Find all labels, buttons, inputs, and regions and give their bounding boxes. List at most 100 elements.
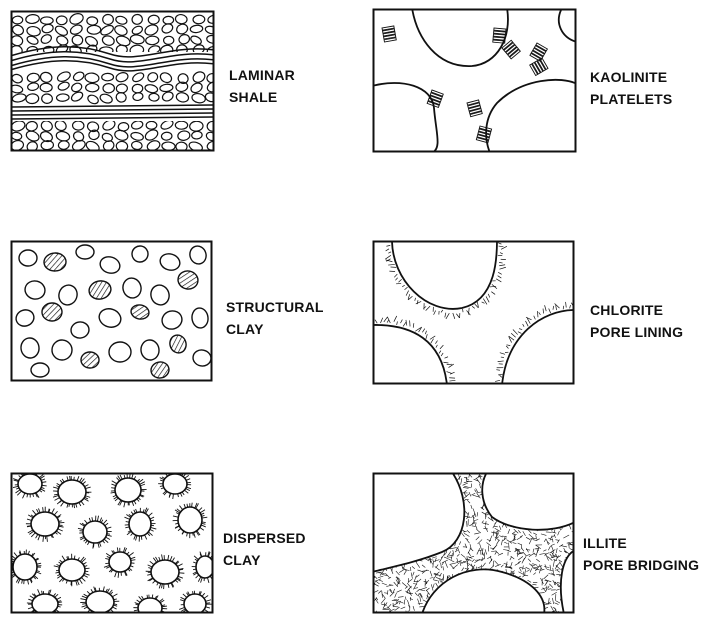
chlorite-flake — [499, 246, 504, 247]
pebble — [56, 16, 67, 25]
label-line: PLATELETS — [590, 88, 672, 110]
clay-fiber — [202, 517, 207, 518]
illite-fiber — [523, 566, 524, 570]
chlorite-flake — [394, 316, 397, 322]
chlorite-flake — [388, 264, 395, 265]
clay-fiber — [114, 497, 118, 499]
chlorite-flake — [446, 313, 449, 319]
pebble — [163, 16, 174, 24]
clay-fiber — [114, 604, 117, 605]
pebble — [40, 119, 54, 133]
illite-fiber — [441, 563, 442, 568]
clay-fiber — [83, 562, 86, 564]
pebble — [84, 72, 99, 83]
illite-fiber — [402, 583, 407, 587]
pebble — [191, 131, 202, 140]
illite-fiber — [552, 532, 557, 533]
label-line: CHLORITE — [590, 299, 683, 321]
clay-fiber — [43, 536, 44, 542]
clay-fiber — [134, 501, 136, 505]
pebble — [86, 83, 99, 92]
label-line: PORE BRIDGING — [583, 554, 699, 576]
clay-fiber — [118, 572, 119, 578]
illite-fiber — [416, 562, 420, 568]
illite-fiber — [496, 534, 497, 541]
sand-grain — [59, 559, 85, 581]
illite-fiber — [556, 589, 559, 590]
clay-fiber — [103, 586, 104, 591]
dispersed-clay-figure — [10, 472, 214, 614]
sand-grain — [83, 521, 107, 543]
sand-grain — [32, 594, 58, 614]
illite-fiber — [378, 573, 385, 574]
illite-fiber — [463, 487, 468, 488]
pebble — [132, 84, 143, 93]
pebble — [113, 24, 128, 37]
clay-fiber — [14, 553, 17, 557]
pebble — [131, 25, 144, 36]
clay-fiber — [82, 596, 87, 598]
illite-fiber — [434, 560, 440, 562]
pebble — [190, 25, 203, 33]
chlorite-flake — [431, 339, 434, 344]
illite-fiber — [489, 559, 492, 564]
chlorite-flake — [482, 302, 485, 303]
illite-fiber — [499, 526, 501, 530]
pebble — [70, 90, 84, 103]
illite-fiber — [422, 565, 425, 568]
illite-fiber — [465, 568, 468, 569]
pebble — [56, 70, 72, 83]
chlorite-flake — [499, 265, 505, 266]
label-line: SHALE — [229, 86, 295, 108]
pebble — [175, 14, 188, 25]
clay-fiber — [59, 522, 64, 523]
illite-fiber — [529, 539, 531, 544]
illite-fiber — [476, 529, 480, 533]
clay-fiber — [201, 525, 206, 527]
illite-fiber — [425, 559, 429, 561]
illite-fiber — [450, 563, 457, 565]
clay-fiber — [13, 486, 18, 487]
illite-pore-bridging-drawing — [372, 472, 575, 614]
pebble — [191, 92, 206, 104]
illite-fiber — [451, 548, 457, 549]
chlorite-flake — [518, 332, 522, 334]
illite-fiber — [436, 583, 438, 587]
laminar-content — [10, 12, 215, 152]
illite-fiber — [526, 570, 529, 571]
clay-fiber — [69, 504, 70, 507]
clay-fiber — [170, 556, 172, 561]
illite-fiber — [551, 546, 553, 552]
clay-fiber — [81, 578, 85, 582]
illite-fiber — [501, 565, 503, 567]
clay-fiber — [42, 485, 47, 486]
pebble — [189, 121, 203, 132]
illite-fiber — [405, 587, 408, 589]
clay-fiber — [200, 527, 204, 530]
clay-fiber — [19, 475, 21, 477]
illite-fiber — [547, 569, 554, 571]
illite-fiber — [404, 569, 409, 571]
clay-fiber — [206, 600, 211, 602]
illite-fiber — [508, 529, 510, 534]
illite-fiber — [415, 593, 418, 596]
pebble — [130, 131, 144, 141]
laminar-shale-figure — [10, 10, 215, 152]
illite-fiber — [468, 552, 470, 556]
illite-fiber — [387, 604, 391, 608]
illite-fiber — [533, 549, 534, 553]
pebble — [26, 26, 41, 37]
clay-fiber — [31, 533, 35, 537]
pebble — [56, 94, 69, 102]
illite-fiber — [465, 511, 468, 515]
chlorite-flake — [406, 291, 408, 296]
illite-fiber — [453, 550, 454, 555]
illite-fiber — [467, 530, 470, 533]
illite-fiber — [504, 542, 507, 544]
illite-fiber — [548, 586, 550, 589]
clay-fiber — [178, 528, 181, 530]
clay-clast — [168, 333, 189, 355]
pebble — [70, 82, 83, 94]
illite-fiber — [471, 505, 472, 509]
clay-fiber — [76, 581, 77, 586]
